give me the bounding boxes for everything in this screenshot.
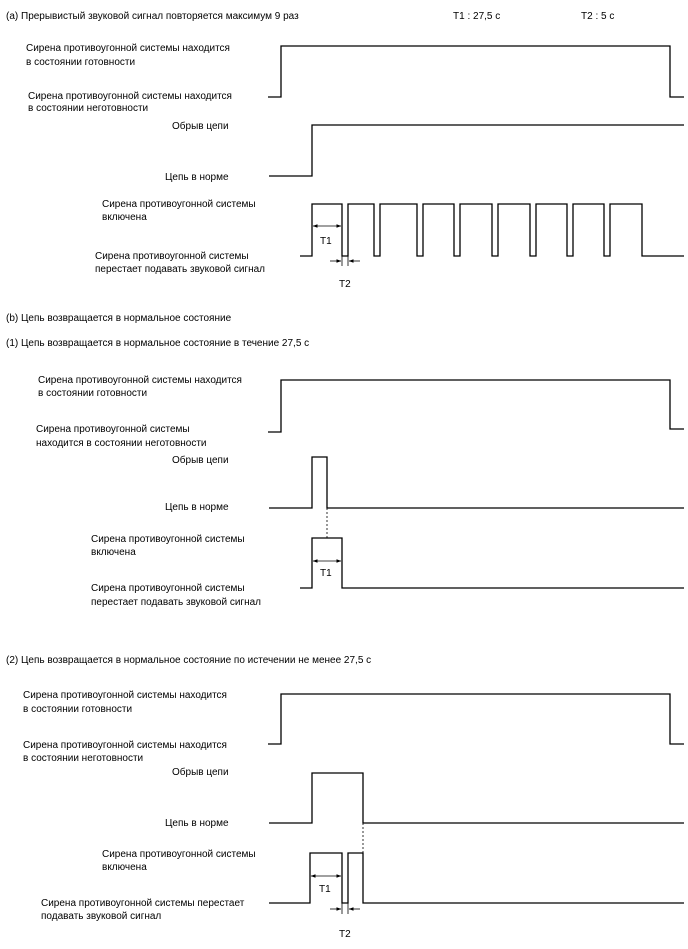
- b2-siren-off-label-2: подавать звуковой сигнал: [41, 911, 161, 922]
- b2-t2-label: T2: [339, 929, 351, 940]
- b2-t1-label: T1: [319, 884, 331, 895]
- b1-siren-off-label-2: перестает подавать звуковой сигнал: [91, 597, 261, 608]
- b2-siren-on-label-2: включена: [102, 862, 147, 873]
- b2-armed-label-1: Сирена противоугонной системы находится: [23, 690, 227, 701]
- b1-armed-label-2: в состоянии готовности: [38, 388, 147, 399]
- b1-armed-label-1: Сирена противоугонной системы находится: [38, 375, 242, 386]
- b1-siren-on-label-1: Сирена противоугонной системы: [91, 534, 245, 545]
- a-siren-off-label-2: перестает подавать звуковой сигнал: [95, 264, 265, 275]
- section-b2-title: (2) Цепь возвращается в нормальное состо…: [6, 655, 371, 666]
- a-circuit-waveform: [269, 124, 684, 177]
- a-open-label: Обрыв цепи: [172, 120, 229, 132]
- t2-spec: T2 : 5 с: [581, 11, 614, 22]
- b2-circuit-waveform: [269, 772, 684, 824]
- b2-disarmed-label-1: Сирена противоугонной системы находится: [23, 740, 227, 751]
- b2-armed-label-2: в состоянии готовности: [23, 704, 132, 715]
- a-armed-waveform: [268, 45, 684, 98]
- b2-disarmed-label-2: в состоянии неготовности: [23, 753, 143, 764]
- a-t1-label: T1: [320, 236, 332, 247]
- b1-disarmed-label-1: Сирена противоугонной системы: [36, 424, 190, 435]
- b2-armed-waveform: [268, 693, 684, 745]
- a-siren-on-label-2: включена: [102, 212, 147, 223]
- section-a-title: (a) Прерывистый звуковой сигнал повторяе…: [6, 11, 299, 22]
- b1-siren-off-label-1: Сирена противоугонной системы: [91, 583, 245, 594]
- section-b-title: (b) Цепь возвращается в нормальное состо…: [6, 313, 232, 324]
- b1-t1-label: T1: [320, 568, 332, 579]
- a-armed-label-2: в состоянии готовности: [26, 57, 135, 68]
- b1-armed-waveform: [268, 379, 684, 433]
- b2-siren-waveform: [269, 852, 684, 904]
- b1-circuit-waveform: [269, 456, 684, 509]
- a-disarmed-label-1: Сирена противоугонной системы находится: [28, 91, 232, 102]
- b2-siren-off-label-1: Сирена противоугонной системы перестает: [41, 898, 245, 909]
- b1-siren-on-label-2: включена: [91, 547, 136, 558]
- t1-spec: T1 : 27,5 с: [453, 11, 500, 22]
- b2-siren-on-label-1: Сирена противоугонной системы: [102, 849, 256, 860]
- a-siren-off-label-1: Сирена противоугонной системы: [95, 251, 249, 262]
- b2-open-label: Обрыв цепи: [172, 766, 229, 778]
- section-b1-title: (1) Цепь возвращается в нормальное состо…: [6, 338, 309, 349]
- a-armed-label-1: Сирена противоугонной системы находится: [26, 43, 230, 54]
- b1-siren-waveform: [300, 537, 684, 589]
- a-siren-on-label-1: Сирена противоугонной системы: [102, 199, 256, 210]
- b2-normal-label: Цепь в норме: [165, 818, 229, 829]
- a-siren-waveform: [300, 203, 684, 257]
- b1-normal-label: Цепь в норме: [165, 502, 229, 513]
- b1-open-label: Обрыв цепи: [172, 454, 229, 466]
- a-normal-label: Цепь в норме: [165, 172, 229, 183]
- b1-disarmed-label-2: находится в состоянии неготовности: [36, 438, 207, 449]
- a-t2-label: T2: [339, 279, 351, 290]
- a-disarmed-label-2: в состоянии неготовности: [28, 103, 148, 114]
